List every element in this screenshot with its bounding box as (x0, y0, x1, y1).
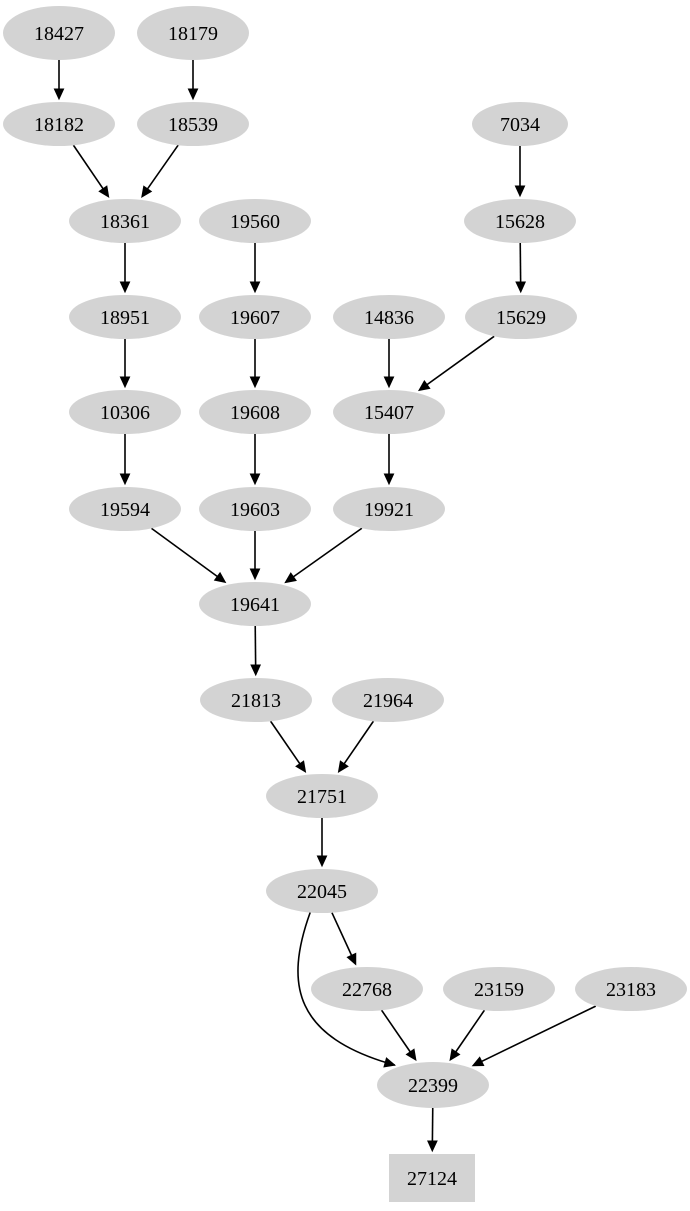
node-ellipse-23159[interactable] (443, 967, 555, 1011)
graph-node-21751[interactable]: 21751 (266, 774, 378, 818)
graph-node-18539[interactable]: 18539 (137, 102, 249, 146)
edge-22045-to-22768 (331, 912, 357, 966)
graph-node-19603[interactable]: 19603 (199, 487, 311, 531)
graph-node-18182[interactable]: 18182 (3, 102, 115, 146)
edge-19594-to-19641 (151, 527, 227, 584)
graph-node-18951[interactable]: 18951 (69, 295, 181, 339)
node-ellipse-15629[interactable] (465, 295, 577, 339)
edge-21964-to-21751 (337, 720, 375, 773)
graph-node-14836[interactable]: 14836 (333, 295, 445, 339)
graph-node-19641[interactable]: 19641 (199, 582, 311, 626)
node-ellipse-15407[interactable] (333, 390, 445, 434)
edge-14836-to-15407 (383, 339, 395, 389)
node-ellipse-18427[interactable] (3, 6, 115, 60)
nodes-layer: 18427 18179 7034 18182 18539 18361 19560 15628 1… (3, 6, 687, 1202)
edge-22045-to-22399 (297, 912, 397, 1068)
node-ellipse-21813[interactable] (200, 678, 312, 722)
node-ellipse-19603[interactable] (199, 487, 311, 531)
node-ellipse-18361[interactable] (69, 199, 181, 243)
node-ellipse-19921[interactable] (333, 487, 445, 531)
graph-node-19560[interactable]: 19560 (199, 199, 311, 243)
graph-node-22768[interactable]: 22768 (311, 967, 423, 1011)
node-ellipse-22399[interactable] (377, 1062, 489, 1108)
edge-19560-to-19607 (249, 243, 261, 294)
graph-node-19594[interactable]: 19594 (69, 487, 181, 531)
graph-node-19607[interactable]: 19607 (199, 295, 311, 339)
node-ellipse-22045[interactable] (266, 869, 378, 913)
node-ellipse-14836[interactable] (333, 295, 445, 339)
node-ellipse-19608[interactable] (199, 390, 311, 434)
edge-15407-to-19921 (383, 434, 395, 486)
edges-layer (53, 60, 597, 1153)
graph-node-21813[interactable]: 21813 (200, 678, 312, 722)
edge-23183-to-22399 (471, 1005, 597, 1067)
node-ellipse-21751[interactable] (266, 774, 378, 818)
node-ellipse-19560[interactable] (199, 199, 311, 243)
graph-node-21964[interactable]: 21964 (332, 678, 444, 722)
graph-node-18361[interactable]: 18361 (69, 199, 181, 243)
node-ellipse-22768[interactable] (311, 967, 423, 1011)
edge-18951-to-10306 (119, 339, 131, 389)
edge-19603-to-19641 (249, 531, 261, 581)
edge-22399-to-27124 (427, 1107, 438, 1153)
edge-21813-to-21751 (269, 720, 307, 773)
node-ellipse-23183[interactable] (575, 967, 687, 1011)
graph-node-22399[interactable]: 22399 (377, 1062, 489, 1108)
graph-node-18179[interactable]: 18179 (137, 6, 249, 60)
edge-18179-to-18539 (187, 60, 199, 101)
graph-node-19921[interactable]: 19921 (333, 487, 445, 531)
node-ellipse-19641[interactable] (199, 582, 311, 626)
edge-15628-to-15629 (515, 242, 527, 294)
node-ellipse-18179[interactable] (137, 6, 249, 60)
graph-node-10306[interactable]: 10306 (69, 390, 181, 434)
edge-18182-to-18361 (72, 144, 110, 198)
graph-node-18427[interactable]: 18427 (3, 6, 115, 60)
edge-19607-to-19608 (249, 339, 261, 389)
edge-19921-to-19641 (284, 527, 363, 584)
node-ellipse-19607[interactable] (199, 295, 311, 339)
graph-node-7034[interactable]: 7034 (472, 102, 568, 146)
node-ellipse-19594[interactable] (69, 487, 181, 531)
node-ellipse-18182[interactable] (3, 102, 115, 146)
node-box-27124[interactable] (389, 1154, 475, 1202)
edge-18539-to-18361 (141, 144, 179, 199)
graph-node-15628[interactable]: 15628 (464, 199, 576, 243)
node-ellipse-10306[interactable] (69, 390, 181, 434)
edge-15629-to-15407 (417, 335, 495, 392)
node-ellipse-15628[interactable] (464, 199, 576, 243)
graph-node-22045[interactable]: 22045 (266, 869, 378, 913)
edge-23159-to-22399 (449, 1009, 486, 1062)
edge-7034-to-15628 (514, 146, 526, 198)
edge-22768-to-22399 (380, 1009, 417, 1062)
edge-10306-to-19594 (119, 434, 131, 486)
edge-19641-to-21813 (250, 625, 262, 677)
graph-node-23183[interactable]: 23183 (575, 967, 687, 1011)
edge-18427-to-18182 (53, 60, 65, 101)
graph-node-15407[interactable]: 15407 (333, 390, 445, 434)
graph-node-19608[interactable]: 19608 (199, 390, 311, 434)
edge-18361-to-18951 (119, 243, 131, 294)
node-ellipse-18539[interactable] (137, 102, 249, 146)
node-ellipse-7034[interactable] (472, 102, 568, 146)
edge-19608-to-19603 (249, 434, 261, 486)
edge-21751-to-22045 (316, 818, 328, 868)
graph-node-15629[interactable]: 15629 (465, 295, 577, 339)
graph-node-23159[interactable]: 23159 (443, 967, 555, 1011)
node-ellipse-21964[interactable] (332, 678, 444, 722)
graph-node-27124[interactable]: 27124 (389, 1154, 475, 1202)
node-ellipse-18951[interactable] (69, 295, 181, 339)
